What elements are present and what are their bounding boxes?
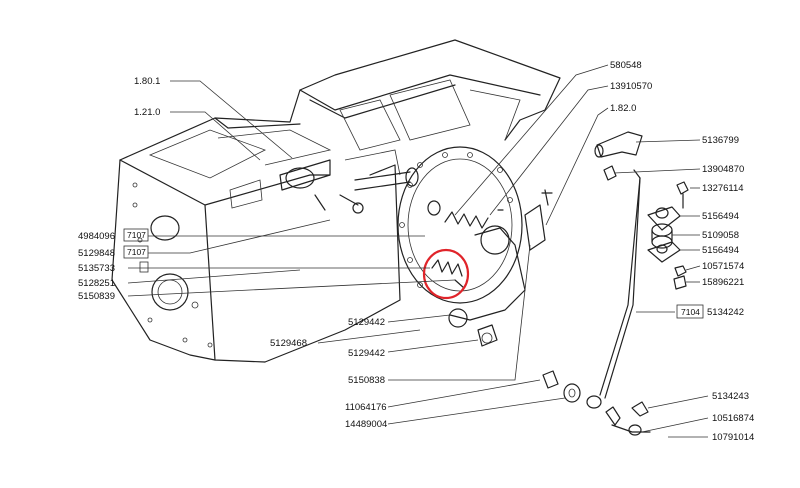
part-label: 5134243 xyxy=(712,391,749,402)
part-label: 13276114 xyxy=(702,183,744,194)
part-label: 5150839 xyxy=(78,291,115,302)
part-label: 5129848 xyxy=(78,248,115,259)
part-label: 1.21.0 xyxy=(134,107,160,118)
part-label: 13910570 xyxy=(610,81,652,92)
part-labels: 1.80.1 1.21.0 4984096 5129848 5135733 51… xyxy=(78,60,754,443)
part-label: 10791014 xyxy=(712,432,754,443)
part-label: 4984096 xyxy=(78,231,115,242)
ref-box-3-text: 7104 xyxy=(681,307,700,317)
part-label: 1.80.1 xyxy=(134,76,160,87)
part-label: 5129468 xyxy=(270,338,307,349)
part-label: 5156494 xyxy=(702,211,739,222)
part-label: 5156494 xyxy=(702,245,739,256)
ref-box-2-text: 7107 xyxy=(127,247,146,257)
ref-box-1: 7107 xyxy=(123,228,149,242)
part-label: 15896221 xyxy=(702,277,744,288)
part-label: 5128251 xyxy=(78,278,115,289)
part-label: 580548 xyxy=(610,60,642,71)
part-label: 1.82.0 xyxy=(610,103,636,114)
part-label: 10571574 xyxy=(702,261,744,272)
leader-lines xyxy=(127,64,709,438)
part-label: 13904870 xyxy=(702,164,744,175)
control-rod-assembly-illustration xyxy=(542,131,689,436)
part-label: 14489004 xyxy=(345,419,387,430)
part-label: 5135733 xyxy=(78,263,115,274)
part-label: 5109058 xyxy=(702,230,739,241)
ref-box-3: 7104 xyxy=(676,304,704,319)
part-label: 10516874 xyxy=(712,413,754,424)
part-label: 5129442 xyxy=(348,348,385,359)
part-label: 5134242 xyxy=(707,307,744,318)
ref-box-2: 7107 xyxy=(123,245,149,259)
part-label: 5150838 xyxy=(348,375,385,386)
gearbox-housing-illustration xyxy=(111,39,561,363)
part-label: 5129442 xyxy=(348,317,385,328)
part-label: 11064176 xyxy=(345,402,387,413)
highlight-circle xyxy=(422,248,470,300)
ref-box-1-text: 7107 xyxy=(127,230,146,240)
part-label: 5136799 xyxy=(702,135,739,146)
